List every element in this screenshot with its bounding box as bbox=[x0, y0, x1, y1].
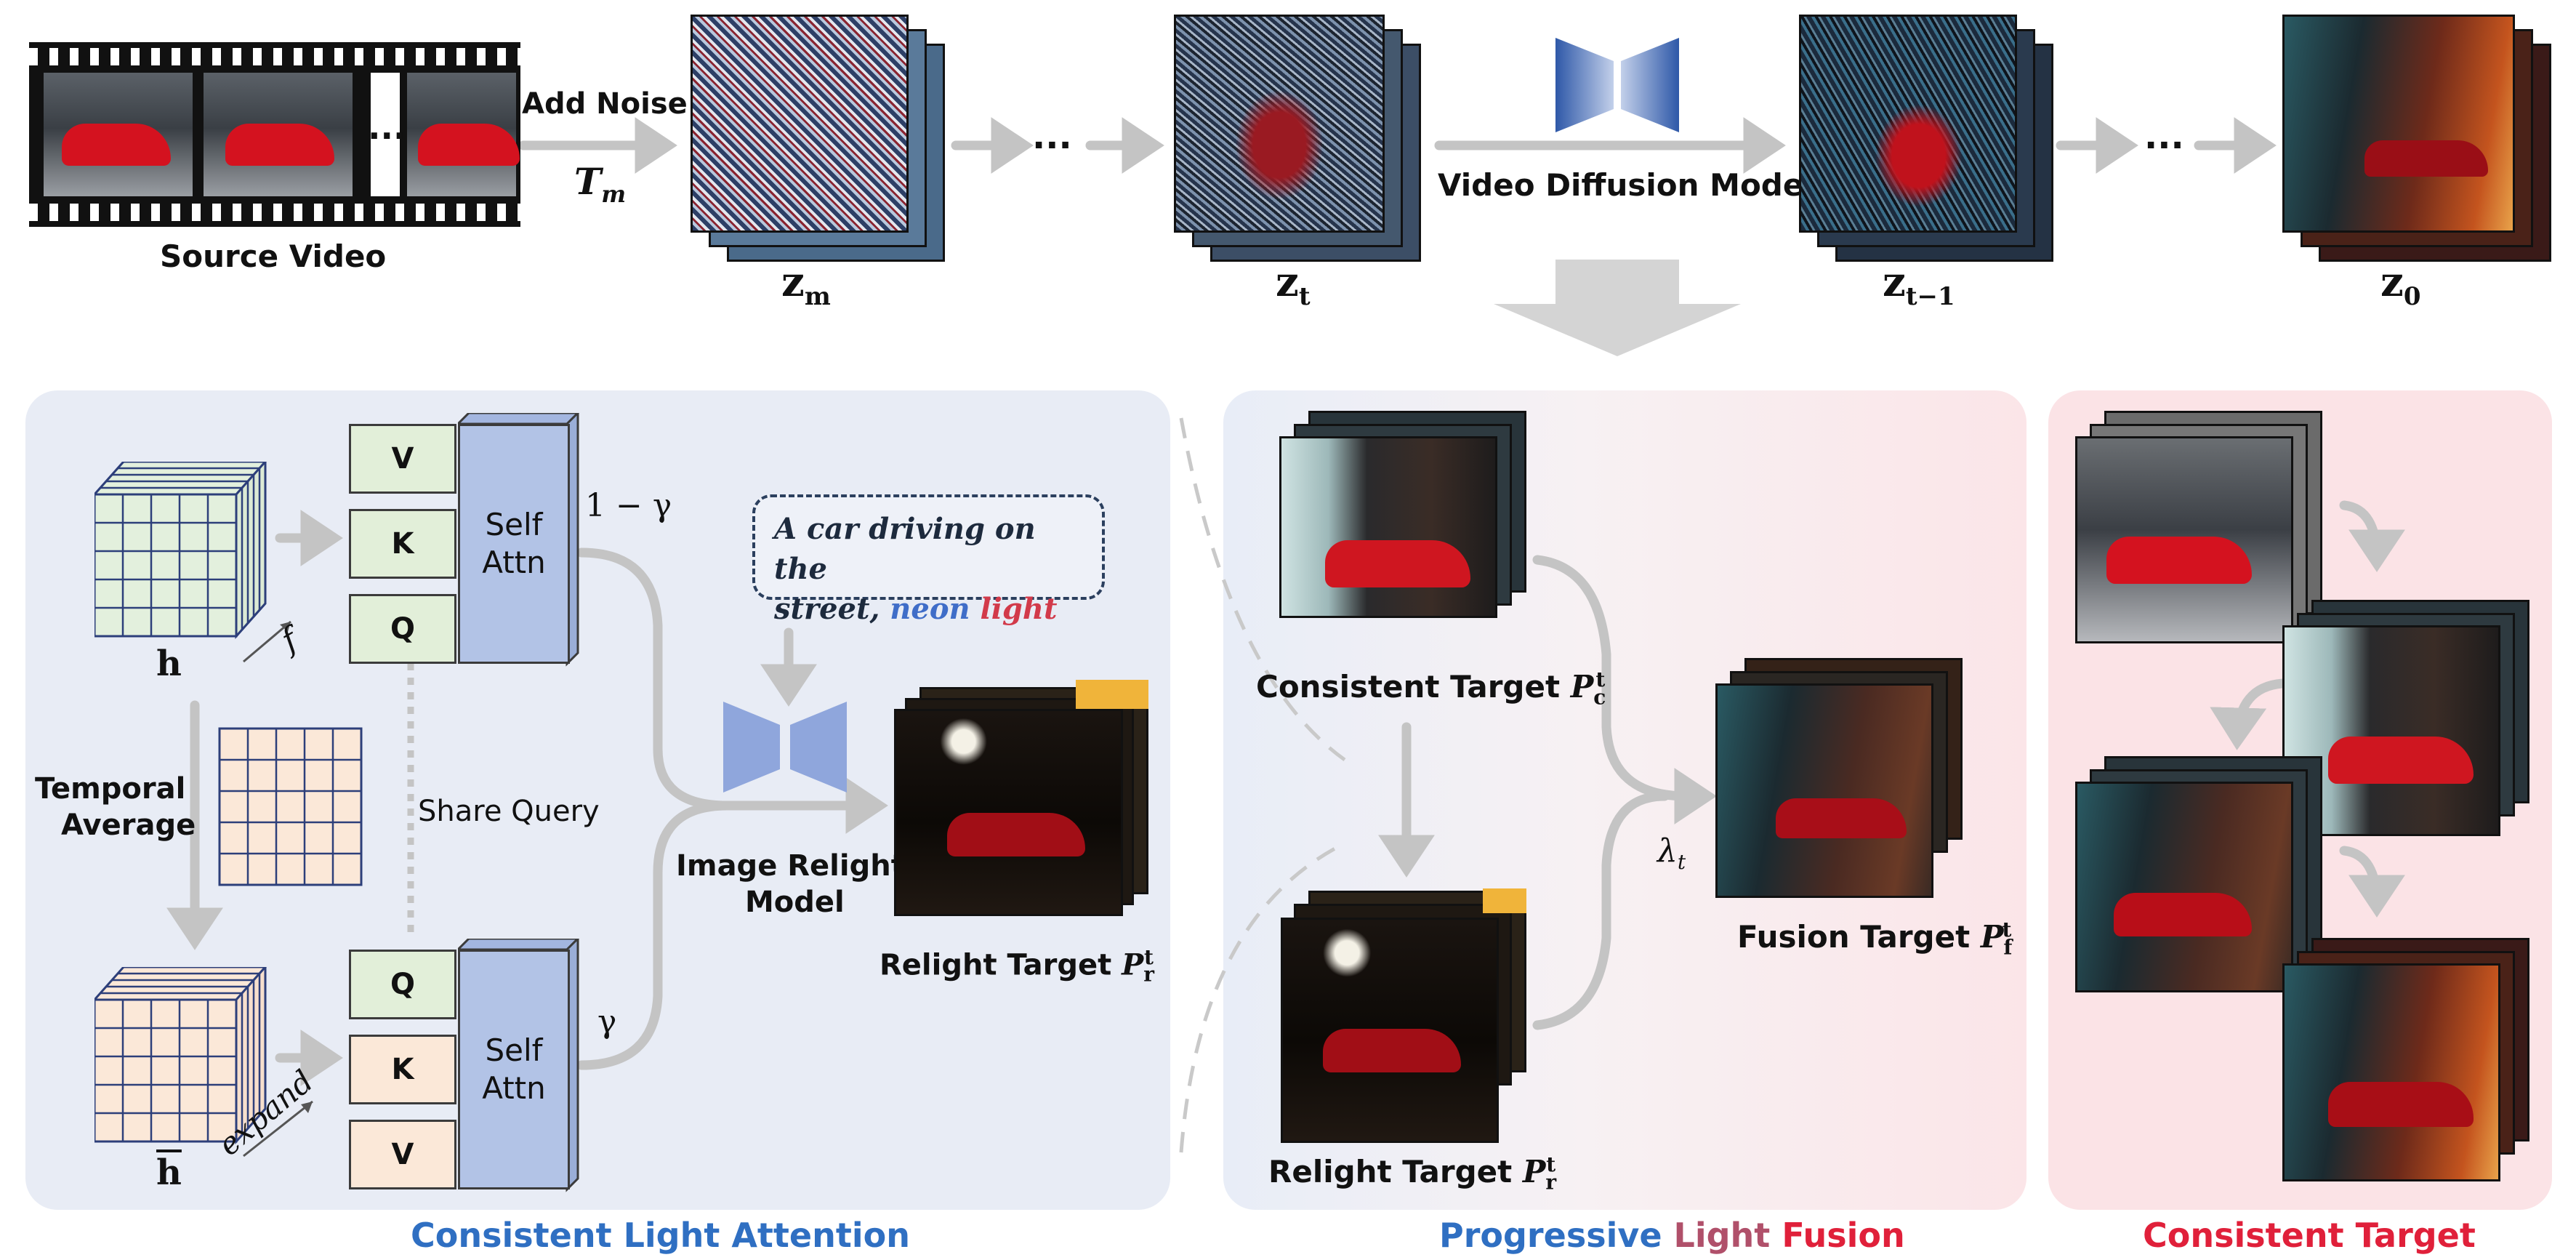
prompt-line1: A car driving on the bbox=[774, 512, 1036, 586]
text-prompt-box: A car driving on the street, neon light bbox=[752, 494, 1105, 626]
car-frame-2 bbox=[204, 73, 353, 196]
tm-label: Tm bbox=[574, 160, 627, 208]
noisy-latent-zt bbox=[1174, 15, 1385, 233]
relight-target-label: Relight Target Prt bbox=[880, 945, 1155, 987]
target-panel-title: Consistent Target bbox=[2143, 1216, 2476, 1255]
car-frame-3 bbox=[407, 73, 520, 196]
relight-target-label-2: Relight Target Prt bbox=[1268, 1152, 1557, 1195]
bottom-q-block: Q bbox=[349, 950, 456, 1019]
f-axis-arrow bbox=[243, 620, 291, 663]
expand-axis-arrow bbox=[243, 1100, 313, 1157]
feature-cube-h bbox=[94, 462, 267, 639]
fusion-panel-title: Progressive Light Fusion bbox=[1439, 1216, 1905, 1255]
bottom-k-block: K bbox=[349, 1035, 456, 1104]
ellipsis-dots: ... bbox=[368, 108, 406, 147]
clean-latent-z0 bbox=[2282, 15, 2515, 233]
one-minus-gamma-label: 1 − γ bbox=[585, 487, 672, 524]
fusion-target-label: Fusion Target Pft bbox=[1737, 918, 2013, 960]
temporal-average-line1: Temporal bbox=[35, 772, 186, 806]
z0-label: z0 bbox=[2380, 258, 2421, 312]
h-label: h bbox=[156, 643, 182, 684]
prompt-line2: street, neon light bbox=[774, 592, 1058, 626]
consistent-target-image bbox=[1279, 436, 1497, 618]
feature-cube-h-bar bbox=[94, 967, 267, 1144]
video-diffusion-model-icon bbox=[1555, 38, 1679, 132]
top-q-block: Q bbox=[349, 594, 456, 664]
relight-target-image-2 bbox=[1281, 918, 1499, 1143]
latent-zt-minus-1 bbox=[1799, 15, 2017, 233]
lambda-label: λt bbox=[1657, 832, 1686, 874]
consistent-target-frame-4 bbox=[2282, 963, 2500, 1181]
zm-label: zm bbox=[781, 258, 831, 312]
zt-minus-1-label: zt−1 bbox=[1883, 258, 1955, 312]
share-query-label: Share Query bbox=[418, 795, 600, 828]
big-down-arrow bbox=[1494, 260, 1741, 356]
attention-panel-title: Consistent Light Attention bbox=[411, 1216, 910, 1255]
relight-target-image bbox=[894, 709, 1123, 916]
bottom-v-block: V bbox=[349, 1120, 456, 1189]
averaged-feature-grid bbox=[218, 727, 363, 886]
consistent-target-label: Consistent Target Pct bbox=[1256, 667, 1606, 710]
add-noise-label: Add Noise bbox=[522, 87, 688, 121]
zt-label: zt bbox=[1276, 258, 1311, 312]
top-v-block: V bbox=[349, 424, 456, 494]
gamma-label: γ bbox=[597, 1003, 617, 1040]
image-relight-model-line2: Model bbox=[745, 886, 845, 919]
source-video-filmstrip: ... bbox=[29, 42, 520, 227]
ellipsis-2: ... bbox=[2144, 116, 2184, 157]
video-diffusion-model-label: Video Diffusion Model bbox=[1438, 167, 1814, 203]
top-k-block: K bbox=[349, 509, 456, 579]
source-video-label: Source Video bbox=[160, 238, 387, 274]
ellipsis-1: ... bbox=[1032, 116, 1072, 157]
h-bar-label: h bbox=[156, 1152, 182, 1193]
image-relight-model-line1: Image Relight bbox=[676, 849, 905, 883]
car-frame-1 bbox=[44, 73, 193, 196]
consistent-target-frame-3 bbox=[2075, 782, 2293, 992]
fusion-target-image bbox=[1715, 683, 1933, 898]
consistent-target-frame-1 bbox=[2075, 436, 2293, 643]
temporal-average-line2: Average bbox=[61, 808, 196, 842]
image-relight-model-icon bbox=[723, 702, 847, 792]
noisy-latent-zm bbox=[691, 15, 909, 233]
